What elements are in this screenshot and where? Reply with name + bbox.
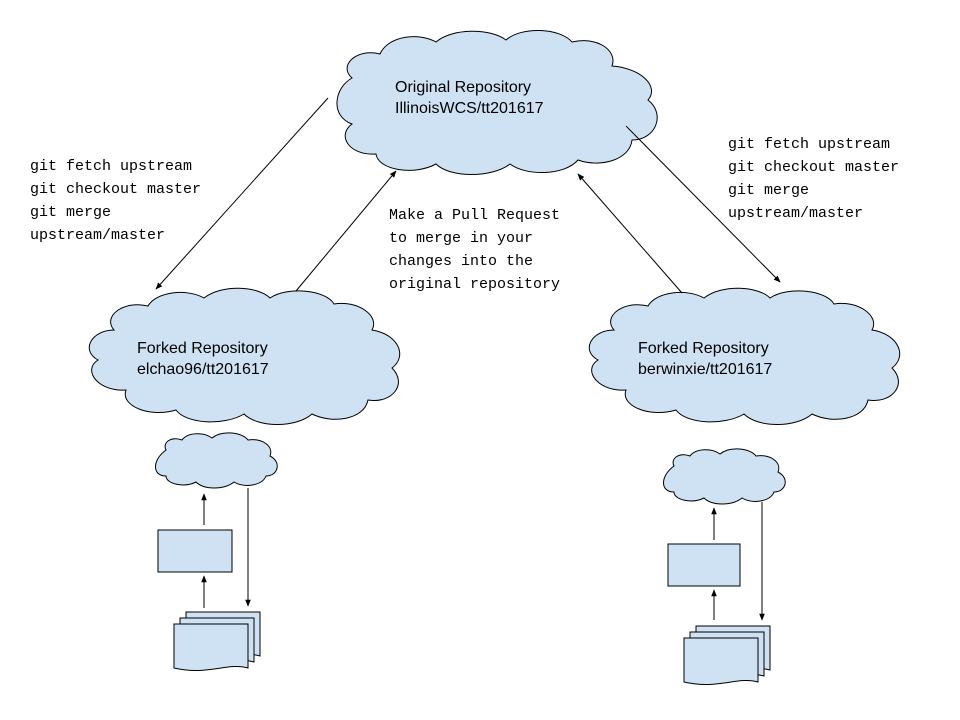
left-fork-title: Forked Repository [137,340,268,357]
right-working-box [667,543,741,587]
left-command-line: git merge [30,204,111,221]
right-command-line: upstream/master [728,205,863,222]
right-fork-cloud: Forked Repository berwinxie/tt201617 [588,287,901,425]
pull-request-line: to merge in your [389,230,533,247]
pull-request-arrow-left [295,170,397,292]
left-local-cloud [155,432,278,489]
fetch-arrow-right [625,125,781,283]
right-documents-icon [683,625,771,686]
original-repository-cloud: Original Repository IllinoisWCS/tt201617 [336,29,658,175]
left-documents-icon [173,611,261,672]
right-command-line: git fetch upstream [728,136,890,153]
pull-request-line: original repository [389,276,560,293]
pull-request-line: Make a Pull Request [389,207,560,224]
original-repo-name: IllinoisWCS/tt201617 [395,100,544,117]
left-working-box [157,529,233,573]
left-fork-cloud: Forked Repository elchao96/tt201617 [88,287,401,425]
left-git-commands: git fetch upstream git checkout master g… [30,158,201,244]
right-fork-title: Forked Repository [638,340,769,357]
right-command-line: git merge [728,182,809,199]
pull-request-arrow-right [577,173,683,294]
original-repo-title: Original Repository [395,79,531,96]
left-fork-name: elchao96/tt201617 [137,361,269,378]
left-command-line: upstream/master [30,227,165,244]
fetch-arrow-left [155,97,329,290]
right-local-cloud [663,448,786,505]
left-command-line: git fetch upstream [30,158,192,175]
pull-request-line: changes into the [389,253,533,270]
left-command-line: git checkout master [30,181,201,198]
right-command-line: git checkout master [728,159,899,176]
pull-request-note: Make a Pull Request to merge in your cha… [389,207,560,293]
right-git-commands: git fetch upstream git checkout master g… [728,136,899,222]
right-fork-name: berwinxie/tt201617 [638,361,772,378]
